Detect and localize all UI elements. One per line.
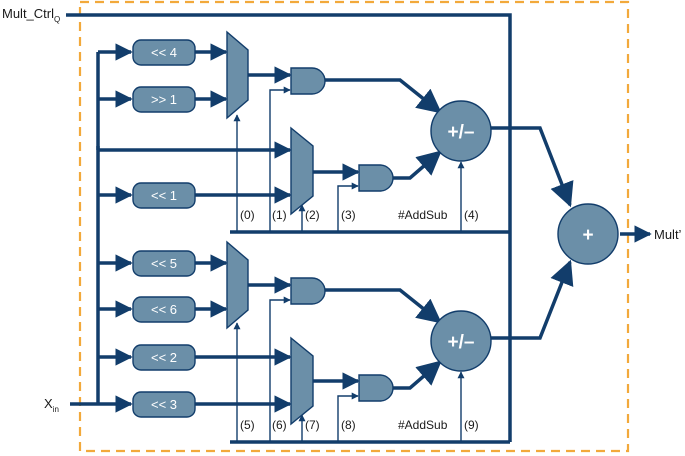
- svg-text:<< 4: << 4: [151, 45, 177, 60]
- control-bit-label: (7): [305, 418, 320, 432]
- control-taps: [233, 86, 465, 442]
- shifter-block: << 3: [132, 391, 196, 418]
- addsub-outputs: [491, 126, 652, 340]
- control-bit-label: (2): [305, 208, 320, 222]
- control-bit-label: (0): [240, 208, 255, 222]
- shifter-block: << 6: [132, 296, 196, 323]
- final-adder: +: [557, 203, 619, 265]
- mux: [290, 336, 314, 426]
- control-bit-label: (9): [464, 418, 479, 432]
- control-bit-label: (3): [341, 208, 356, 222]
- svg-text:<< 5: << 5: [151, 256, 177, 271]
- output-label: Mult’: [654, 227, 682, 242]
- control-line: [66, 13, 512, 442]
- shifter-block: << 4: [132, 39, 196, 66]
- shifter-block: >> 1: [132, 86, 196, 113]
- svg-text:<< 1: << 1: [151, 188, 177, 203]
- add-sub-unit: +/–: [430, 100, 492, 162]
- svg-text:<< 2: << 2: [151, 350, 177, 365]
- shifter-block: << 1: [132, 182, 196, 209]
- mux: [226, 30, 249, 120]
- control-bit-label: (6): [272, 418, 287, 432]
- svg-text:>> 1: >> 1: [151, 92, 177, 107]
- shifter-block: << 2: [132, 344, 196, 371]
- svg-text:<< 3: << 3: [151, 397, 177, 412]
- shifter-outputs: [195, 43, 292, 413]
- control-bit-label: (1): [272, 208, 287, 222]
- and-gate: [290, 277, 326, 305]
- control-bit-label: (5): [240, 418, 255, 432]
- and-gate: [358, 164, 394, 192]
- control-bit-label: (4): [464, 208, 479, 222]
- control-bit-label: (8): [341, 418, 356, 432]
- and-gate: [290, 67, 326, 95]
- add-sub-unit: +/–: [430, 310, 492, 372]
- control-input-label: Mult_CtrlQ: [2, 6, 60, 24]
- and-outputs: [325, 78, 442, 390]
- addsub-label: #AddSub: [398, 418, 448, 432]
- svg-text:+: +: [582, 225, 593, 246]
- and-gate: [358, 374, 394, 402]
- mux-outputs: [248, 66, 360, 390]
- addsub-label: #AddSub: [398, 208, 448, 222]
- svg-text:<< 6: << 6: [151, 302, 177, 317]
- module-boundary: [78, 0, 630, 453]
- control-bit-labels: (0) (1) (2) (3) (4) (5) (6) (7) (8) (9): [240, 208, 479, 432]
- data-input-label: Xin: [44, 396, 59, 414]
- shifter-block: << 5: [132, 250, 196, 277]
- svg-text:+/–: +/–: [448, 122, 475, 143]
- bus-taps: [96, 43, 292, 413]
- svg-text:+/–: +/–: [448, 332, 475, 353]
- mux: [226, 240, 249, 330]
- mux: [290, 126, 314, 216]
